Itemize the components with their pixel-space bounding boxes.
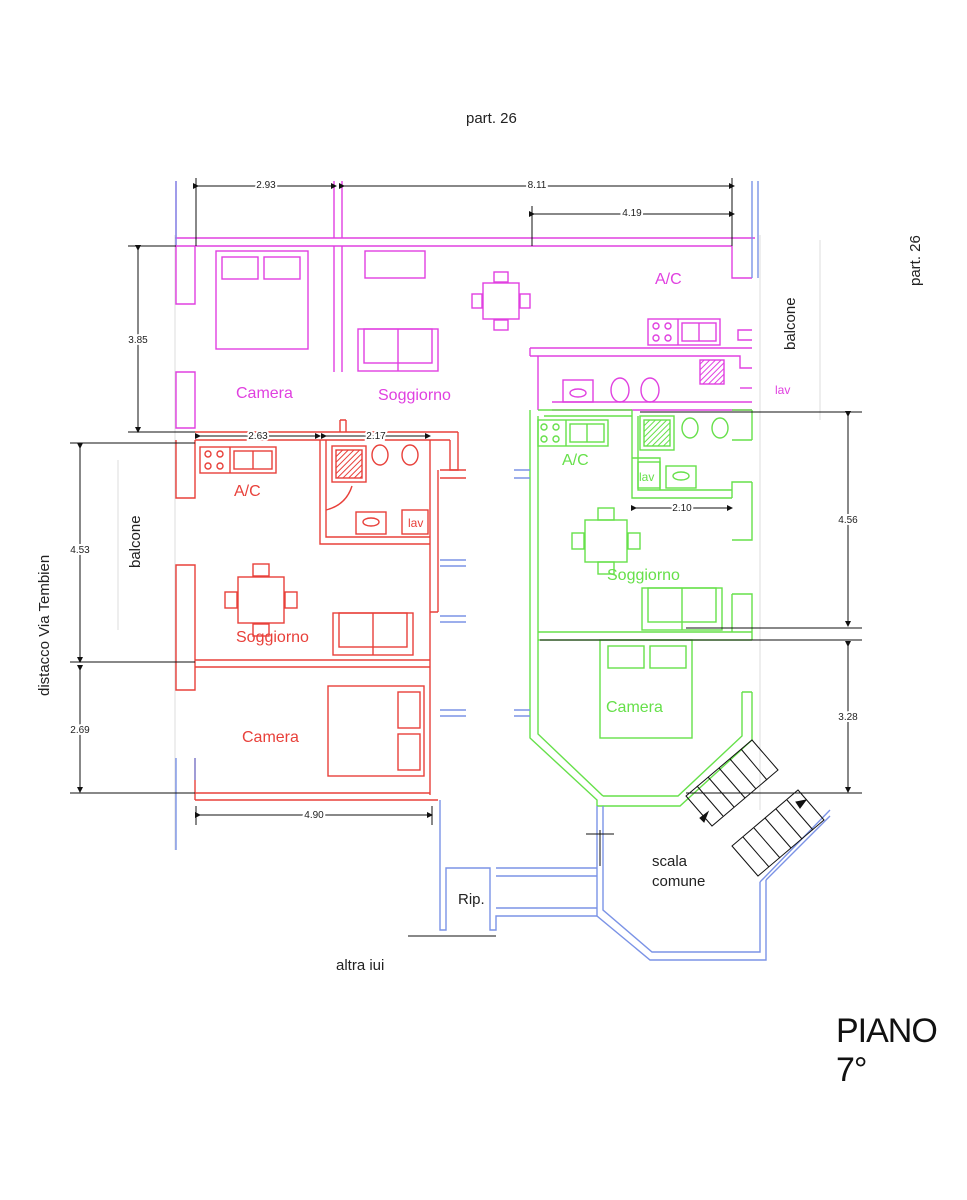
neighbor-top: part. 26 — [466, 110, 517, 127]
dimension-labels: 2.93 8.11 4.19 3.85 2.63 2.17 4.53 2.69 … — [68, 178, 860, 823]
red-bath-label: lav — [408, 516, 423, 530]
dim-top-total: 8.11 — [528, 180, 547, 191]
green-bedroom-label: Camera — [606, 699, 663, 716]
dim-magenta-depth: 3.85 — [128, 335, 148, 346]
dim-green-bedroom: 3.28 — [838, 712, 858, 723]
green-living-label: Soggiorno — [607, 567, 680, 584]
dim-red-total: 4.90 — [304, 810, 324, 821]
red-living-label: Soggiorno — [236, 629, 309, 646]
unit-magenta — [175, 181, 755, 429]
dim-red-bedroom: 2.69 — [70, 725, 90, 736]
red-kitchen-label: A/C — [234, 483, 261, 500]
magenta-bedroom-label: Camera — [236, 385, 293, 402]
green-bath-label: lav — [639, 470, 654, 484]
neighbor-left: distacco Via Tembien — [36, 555, 53, 696]
stair-common — [586, 739, 825, 877]
dim-green-bath: 2.10 — [672, 503, 692, 514]
storage-label: Rip. — [458, 891, 485, 908]
unit-red — [175, 419, 466, 801]
magenta-balcony-label: balcone — [782, 297, 799, 350]
magenta-kitchen-label: A/C — [655, 271, 682, 288]
plan-title: PIANO 7° — [836, 1012, 938, 1089]
dim-green-living: 4.56 — [838, 515, 858, 526]
red-bedroom-label: Camera — [242, 729, 299, 746]
construction-lines — [117, 235, 821, 850]
magenta-living-label: Soggiorno — [378, 387, 451, 404]
red-balcony-label: balcone — [127, 515, 144, 568]
dimension-lines — [70, 178, 862, 937]
magenta-bath-label: lav — [775, 383, 790, 397]
stair-label-line2: comune — [652, 873, 705, 890]
dim-top-left: 2.93 — [256, 180, 276, 191]
common-areas — [175, 181, 831, 961]
stair-label-line1: scala — [652, 853, 688, 870]
neighbor-bottom: altra iui — [336, 957, 384, 974]
green-kitchen-label: A/C — [562, 452, 589, 469]
neighbor-right: part. 26 — [907, 235, 924, 286]
dim-red-kitchen: 2.63 — [248, 431, 268, 442]
dim-red-bath: 2.17 — [366, 431, 386, 442]
dim-red-living: 4.53 — [70, 545, 90, 556]
dim-top-kitchen: 4.19 — [622, 208, 642, 219]
